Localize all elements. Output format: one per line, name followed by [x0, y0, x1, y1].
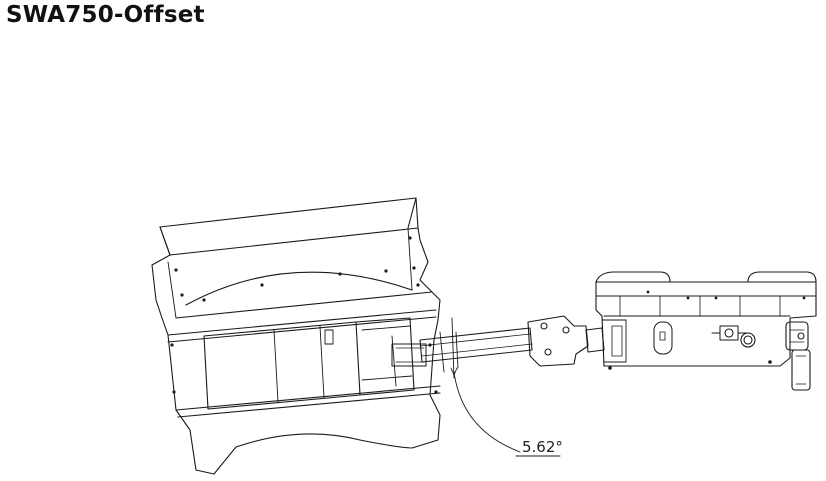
right-device [595, 271, 817, 391]
left-unit-seat-line [175, 291, 433, 319]
arm-second-segment [585, 327, 605, 353]
angle-reference-line [451, 317, 455, 379]
left-unit-seat-curve [185, 271, 413, 306]
angle-dimension [450, 367, 561, 457]
angle-label: 5.62° [522, 438, 563, 456]
device-roller [785, 321, 811, 391]
left-unit [151, 197, 441, 475]
angle-arc [453, 371, 521, 453]
page-title: SWA750-Offset [6, 2, 205, 28]
arm-main-segment [419, 327, 533, 363]
device-connector [711, 325, 756, 348]
left-unit-rivets [170, 236, 438, 394]
left-unit-top-bevel [159, 197, 417, 256]
left-unit-lower-rail [175, 385, 441, 418]
arm-joint-plate [527, 315, 589, 367]
left-unit-upper-rail [167, 309, 437, 343]
device-body [595, 281, 817, 367]
swing-arm [419, 315, 605, 379]
device-top-cover [595, 271, 817, 283]
left-unit-top-panel [159, 197, 419, 256]
device-slot [653, 321, 673, 355]
left-unit-mount-bracket [355, 317, 415, 396]
left-unit-body [151, 227, 441, 475]
